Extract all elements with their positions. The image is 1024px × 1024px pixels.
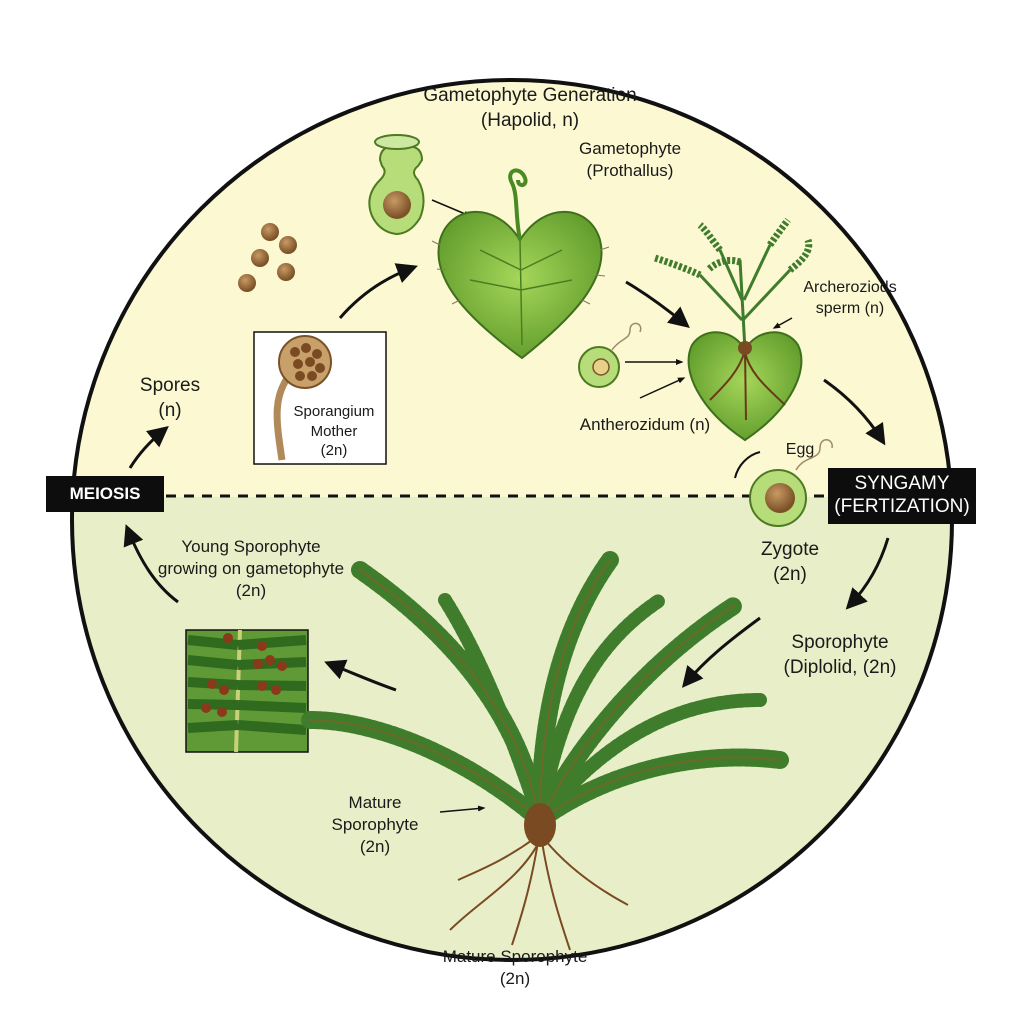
egg-label: Egg xyxy=(770,440,830,461)
gametophyte-label-line2: (Prothallus) xyxy=(586,161,674,181)
gametophyte-label-line1: Gametophyte xyxy=(578,139,682,158)
zygote-label-line1: Zygote xyxy=(760,539,820,560)
young-sporophyte-label: Young Sporophyte growing on gametophyte … xyxy=(146,536,356,602)
mature-mid-line1: Mature xyxy=(348,793,402,812)
egg-text: Egg xyxy=(785,441,815,458)
sporophyte-label-line1: Sporophyte xyxy=(791,632,889,653)
arrow-to-mature-sporophyte xyxy=(681,616,761,688)
spores-label: Spores (n) xyxy=(120,374,220,423)
mature-bottom-line2: (2n) xyxy=(499,969,531,989)
arrow-mature-to-sori xyxy=(324,659,397,692)
gametophyte-prothallus-label: Gametophyte (Prothallus) xyxy=(530,138,730,182)
sori-detail-illustration xyxy=(185,629,309,753)
fertilization-text: (FERTIZATION) xyxy=(834,495,970,517)
mature-sporophyte-bottom-label: Mature Sporophyte (2n) xyxy=(410,946,620,990)
arrow-to-syngamy xyxy=(823,378,886,446)
arrow-to-meiosis xyxy=(123,524,179,604)
sporangium-illustration xyxy=(253,331,387,465)
sporophyte-diploid-label: Sporophyte (Diplolid, (2n) xyxy=(750,631,930,680)
arrow-spores-to-gametophyte xyxy=(338,263,418,319)
prothallus-heart-illustration xyxy=(431,168,610,360)
mature-mid-line3: (2n) xyxy=(359,837,391,857)
antherozidum-label: Antherozidum (n) xyxy=(545,414,745,436)
syngamy-text: SYNGAMY xyxy=(854,473,950,494)
young-sporophyte-line2: growing on gametophyte xyxy=(157,559,345,579)
gametophyte-generation-title: Gametophyte Generation xyxy=(423,85,637,106)
sporangium-label-line3: (2n) xyxy=(320,442,348,459)
archerozoids-label-line2: sperm (n) xyxy=(815,299,885,317)
syngamy-tag: SYNGAMY (FERTIZATION) xyxy=(828,468,976,524)
zygote-label-line2: (2n) xyxy=(773,563,807,585)
sporangium-label-line2: Mother xyxy=(310,422,358,440)
arrow-syngamy-to-sporophyte xyxy=(845,537,890,610)
spores-cluster-illustration xyxy=(238,223,297,292)
mature-sporophyte-fern-illustration xyxy=(301,551,789,951)
antherozidum-text: Antherozidum (n) xyxy=(579,415,711,434)
meiosis-text: MEIOSIS xyxy=(69,484,141,503)
gametophyte-generation-ploidy: (Hapolid, n) xyxy=(480,109,580,131)
young-sporophyte-line3: (2n) xyxy=(235,581,267,601)
young-sporophyte-on-gametophyte-illustration xyxy=(653,217,813,442)
mature-bottom-line1: Mature Sporophyte xyxy=(442,947,588,966)
arrow-meiosis-to-spores xyxy=(128,426,169,469)
gametophyte-generation-label: Gametophyte Generation (Hapolid, n) xyxy=(380,84,680,133)
cycle-arrows xyxy=(123,263,890,692)
archerozoids-label-line1: Archeroziods xyxy=(803,279,897,296)
meiosis-tag: MEIOSIS xyxy=(46,476,164,513)
sporangium-label: Sporangium Mother (2n) xyxy=(284,402,384,461)
antheridium-illustration xyxy=(578,322,686,399)
zygote-illustration xyxy=(734,439,833,527)
sporangium-label-line1: Sporangium xyxy=(293,403,375,420)
archerozoids-label: Archeroziods sperm (n) xyxy=(760,278,940,320)
mature-mid-line2: Sporophyte xyxy=(331,815,419,835)
spores-label-line2: (n) xyxy=(158,399,182,421)
mature-sporophyte-mid-label: Mature Sporophyte (2n) xyxy=(320,792,430,858)
arrow-gametophyte-to-sex-organs xyxy=(625,280,690,329)
spores-label-line1: Spores xyxy=(139,375,201,396)
young-sporophyte-line1: Young Sporophyte xyxy=(181,537,321,556)
sporophyte-label-line2: (Diplolid, (2n) xyxy=(783,656,897,678)
archegonium-flask-illustration xyxy=(368,134,472,236)
zygote-label: Zygote (2n) xyxy=(735,538,845,587)
